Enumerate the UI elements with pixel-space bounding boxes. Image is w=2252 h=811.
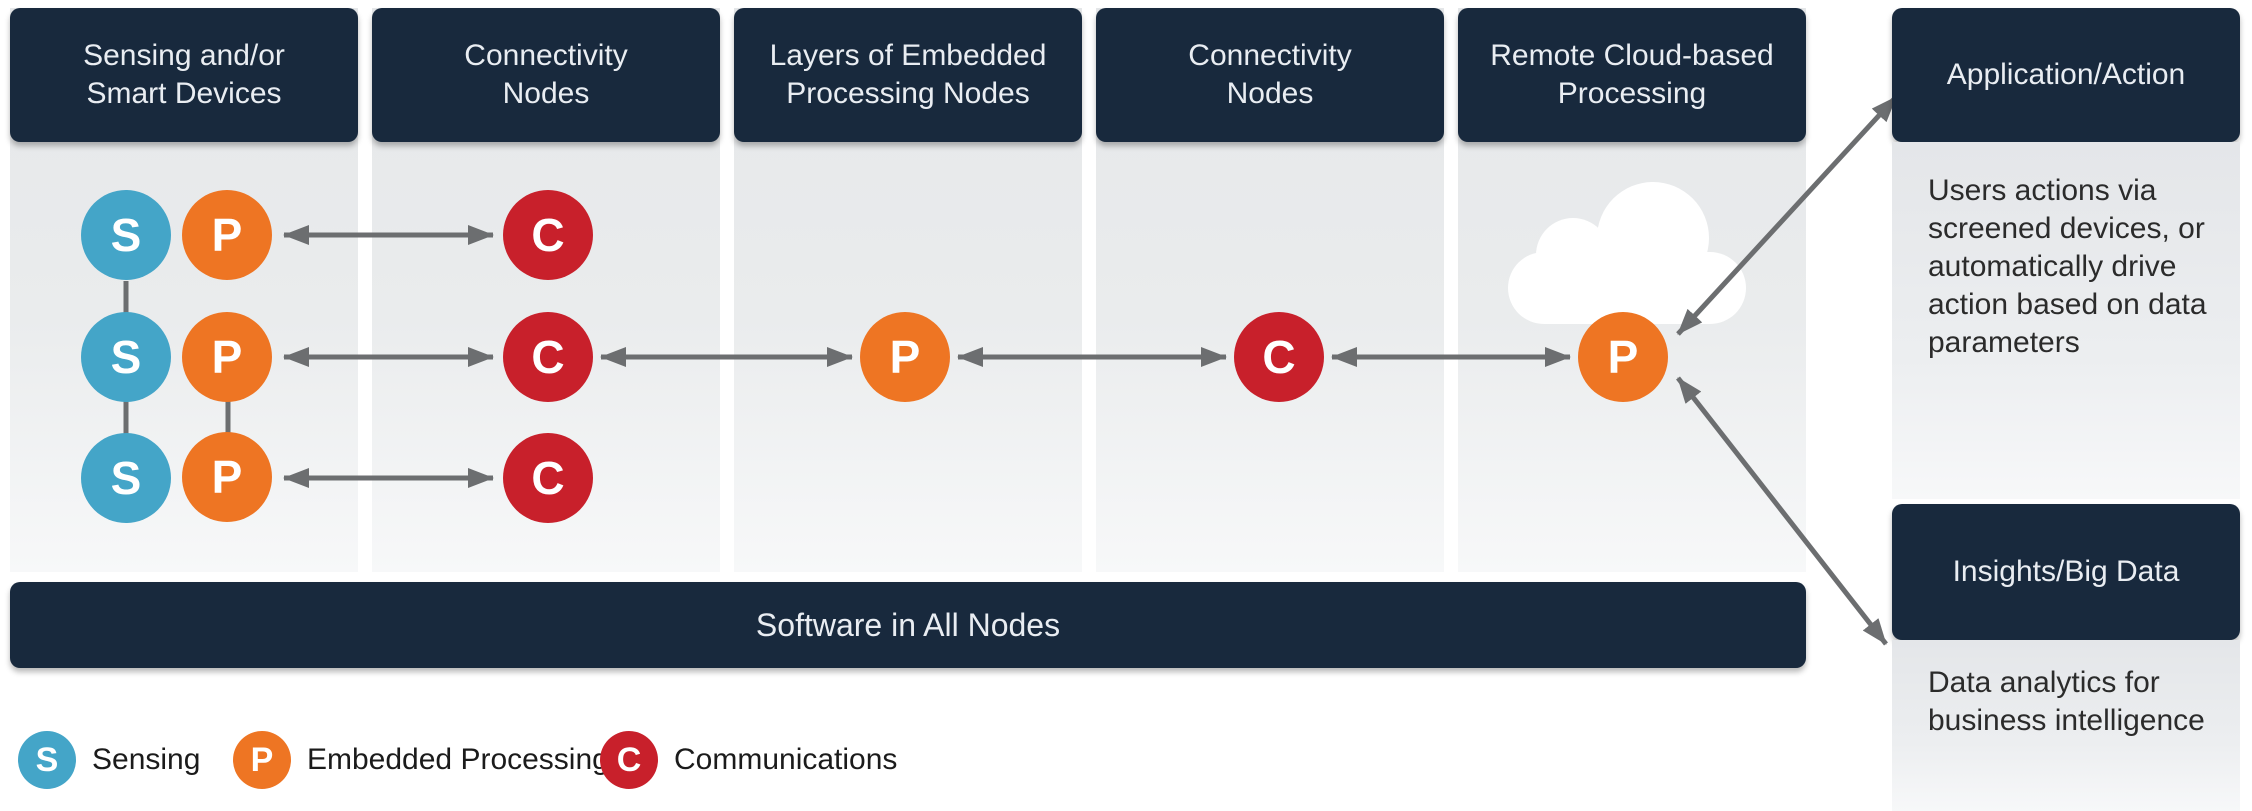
header-sensing-devices: Sensing and/or Smart Devices xyxy=(10,8,358,142)
node-sensing-2: S xyxy=(81,312,171,402)
communications-legend-icon: C xyxy=(600,731,658,789)
legend-item-sensing: S Sensing xyxy=(18,731,200,789)
node-sensing-1: S xyxy=(81,190,171,280)
header-connectivity-1: Connectivity Nodes xyxy=(372,8,720,142)
software-bar-label: Software in All Nodes xyxy=(755,606,1061,643)
node-processing-2: P xyxy=(182,312,272,402)
processing-legend-icon: P xyxy=(233,731,291,789)
application-action-description: Users actions via screened devices, or a… xyxy=(1928,174,2207,359)
node-cloud-processing: P xyxy=(1578,312,1668,402)
node-processing-1: P xyxy=(182,190,272,280)
legend-item-embedded-processing: P Embedded Processing xyxy=(233,731,609,789)
software-bar: Software in All Nodes xyxy=(10,582,1806,668)
cloud-icon-puff-small xyxy=(1536,218,1610,292)
header-insights-big-data: Insights/Big Data xyxy=(1892,504,2240,640)
node-comms-1: C xyxy=(503,190,593,280)
header-application-action: Application/Action xyxy=(1892,8,2240,142)
node-processing-3: P xyxy=(182,432,272,522)
node-comms-3: C xyxy=(503,433,593,523)
insights-description: Data analytics for business intelligence xyxy=(1928,666,2205,737)
node-comms-2: C xyxy=(503,312,593,402)
sensing-legend-icon: S xyxy=(18,731,76,789)
panel-application-action: Users actions via screened devices, or a… xyxy=(1892,142,2240,499)
node-comms-4: C xyxy=(1234,312,1324,402)
header-remote-cloud: Remote Cloud-based Processing xyxy=(1458,8,1806,142)
node-embedded-processing: P xyxy=(860,312,950,402)
header-embedded-layers: Layers of Embedded Processing Nodes xyxy=(734,8,1082,142)
legend-item-communications: C Communications xyxy=(600,731,897,789)
node-sensing-3: S xyxy=(81,433,171,523)
legend-label-communications: Communications xyxy=(674,743,898,776)
header-connectivity-2: Connectivity Nodes xyxy=(1096,8,1444,142)
cloud-icon-puff-big xyxy=(1597,182,1709,294)
legend-label-embedded-processing: Embedded Processing xyxy=(307,743,609,776)
legend-label-sensing: Sensing xyxy=(92,743,201,776)
panel-insights-big-data: Data analytics for business intelligence xyxy=(1892,640,2240,811)
